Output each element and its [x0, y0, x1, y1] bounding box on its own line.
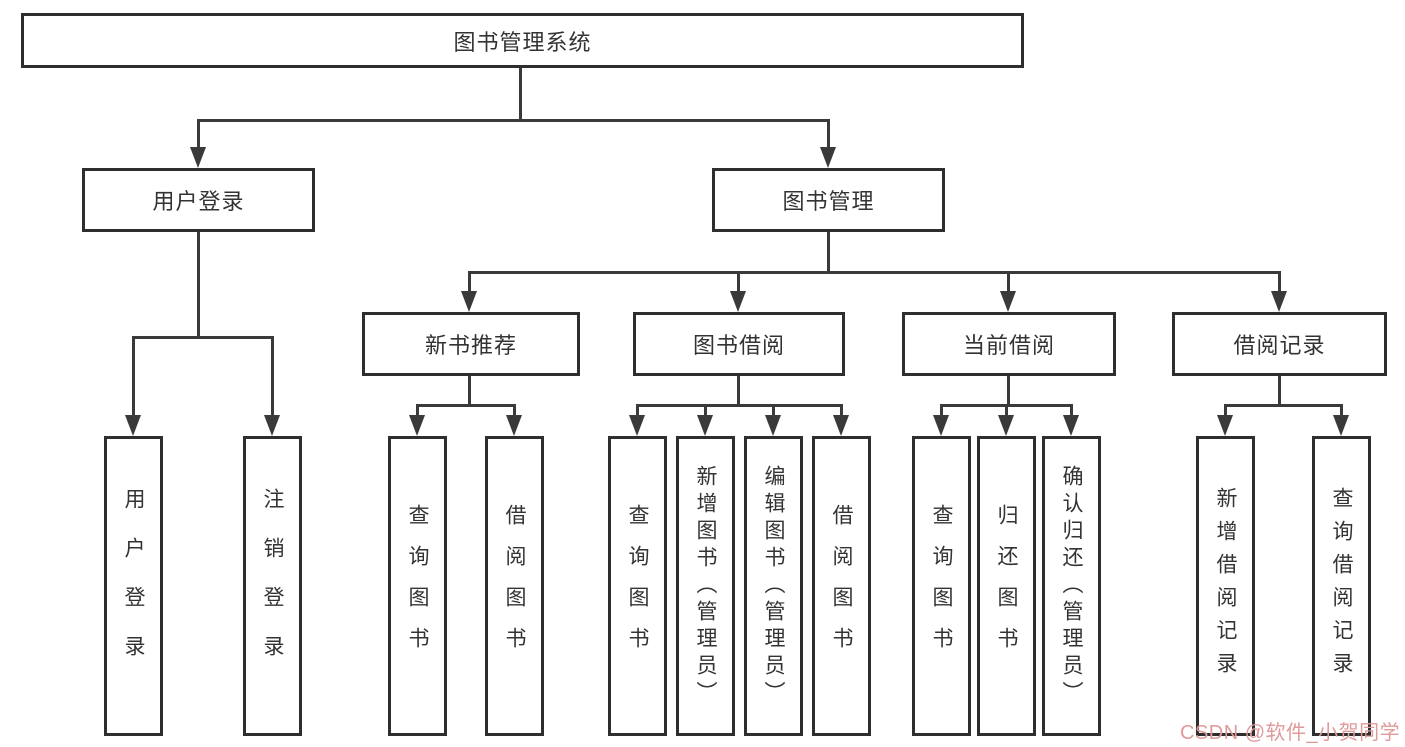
connector-line	[468, 376, 471, 407]
connector-line	[772, 404, 775, 418]
node-book-borrow-label: 图书借阅	[692, 333, 785, 358]
node-root: 图书管理系统	[21, 13, 1024, 68]
arrow-down-icon	[1000, 291, 1016, 312]
leaf-add-borrow-record-label: 新增借阅记录	[1214, 487, 1237, 685]
node-book-management: 图书管理	[712, 168, 945, 232]
node-current-borrow: 当前借阅	[902, 312, 1116, 376]
arrow-down-icon	[125, 415, 141, 436]
leaf-query-borrow-record-label: 查询借阅记录	[1330, 487, 1353, 685]
connector-line	[132, 336, 274, 339]
leaf-borrow-book-label: 借阅图书	[830, 504, 853, 668]
connector-line	[940, 404, 943, 418]
connector-line	[1005, 404, 1008, 418]
arrow-down-icon	[461, 291, 477, 312]
connector-line	[1224, 404, 1227, 418]
connector-line	[1007, 271, 1010, 293]
node-book-borrow: 图书借阅	[633, 312, 845, 376]
connector-line	[827, 119, 830, 149]
connector-line	[271, 336, 274, 418]
arrow-down-icon	[833, 415, 849, 436]
node-user-login: 用户登录	[82, 168, 315, 232]
connector-line	[132, 336, 135, 418]
arrow-down-icon	[629, 415, 645, 436]
leaf-borrow-book-recommend: 借阅图书	[485, 436, 544, 736]
connector-line	[827, 232, 830, 274]
arrow-down-icon	[933, 415, 949, 436]
arrow-down-icon	[697, 415, 713, 436]
arrow-down-icon	[820, 147, 836, 168]
node-new-book-recommend-label: 新书推荐	[424, 333, 517, 358]
leaf-query-book-current-label: 查询图书	[930, 504, 953, 668]
leaf-query-borrow-record: 查询借阅记录	[1312, 436, 1371, 736]
arrow-down-icon	[1333, 415, 1349, 436]
connector-line	[1340, 404, 1343, 418]
connector-line	[468, 271, 471, 293]
leaf-return-book: 归还图书	[977, 436, 1036, 736]
leaf-query-book-recommend-label: 查询图书	[406, 504, 429, 668]
leaf-add-borrow-record: 新增借阅记录	[1196, 436, 1255, 736]
leaf-logout-label: 注销登录	[261, 488, 284, 684]
connector-line	[513, 404, 516, 418]
arrow-down-icon	[506, 415, 522, 436]
leaf-query-book-recommend: 查询图书	[388, 436, 447, 736]
connector-line	[1007, 376, 1010, 407]
node-borrow-records-label: 借阅记录	[1233, 333, 1326, 358]
leaf-borrow-book: 借阅图书	[812, 436, 871, 736]
leaf-logout: 注销登录	[243, 436, 302, 736]
connector-line	[737, 271, 740, 293]
node-root-label: 图书管理系统	[453, 29, 592, 55]
connector-line	[416, 404, 419, 418]
leaf-borrow-book-recommend-label: 借阅图书	[503, 504, 526, 668]
node-user-login-label: 用户登录	[152, 189, 245, 214]
connector-line	[416, 404, 516, 407]
leaf-confirm-return-admin: 确认归还（管理员）	[1042, 436, 1101, 736]
connector-line	[636, 404, 639, 418]
leaf-query-book-current: 查询图书	[912, 436, 971, 736]
leaf-query-book-borrow: 查询图书	[608, 436, 667, 736]
node-current-borrow-label: 当前借阅	[962, 333, 1055, 358]
leaf-add-book-admin: 新增图书（管理员）	[676, 436, 735, 736]
arrow-down-icon	[409, 415, 425, 436]
arrow-down-icon	[1063, 415, 1079, 436]
connector-line	[519, 68, 522, 122]
leaf-confirm-return-admin-label: 确认归还（管理员）	[1060, 464, 1083, 708]
connector-line	[1224, 404, 1343, 407]
arrow-down-icon	[730, 291, 746, 312]
arrow-down-icon	[765, 415, 781, 436]
arrow-down-icon	[1217, 415, 1233, 436]
connector-line	[468, 271, 1281, 274]
leaf-edit-book-admin-label: 编辑图书（管理员）	[762, 464, 785, 708]
connector-line	[737, 376, 740, 407]
node-new-book-recommend: 新书推荐	[362, 312, 580, 376]
connector-line	[197, 119, 830, 122]
connector-line	[197, 232, 200, 339]
leaf-query-book-borrow-label: 查询图书	[626, 504, 649, 668]
connector-line	[840, 404, 843, 418]
connector-line	[1070, 404, 1073, 418]
leaf-user-login: 用户登录	[104, 436, 163, 736]
connector-line	[1278, 376, 1281, 407]
arrow-down-icon	[1271, 291, 1287, 312]
leaf-user-login-label: 用户登录	[122, 488, 145, 684]
node-book-management-label: 图书管理	[782, 189, 875, 214]
connector-line	[704, 404, 707, 418]
csdn-watermark: CSDN @软件_小贺同学	[1180, 722, 1401, 744]
arrow-down-icon	[998, 415, 1014, 436]
arrow-down-icon	[264, 415, 280, 436]
arrow-down-icon	[190, 147, 206, 168]
connector-line	[197, 119, 200, 149]
connector-line	[636, 404, 843, 407]
leaf-return-book-label: 归还图书	[995, 504, 1018, 668]
node-borrow-records: 借阅记录	[1172, 312, 1387, 376]
connector-line	[1278, 271, 1281, 293]
leaf-add-book-admin-label: 新增图书（管理员）	[694, 464, 717, 708]
leaf-edit-book-admin: 编辑图书（管理员）	[744, 436, 803, 736]
